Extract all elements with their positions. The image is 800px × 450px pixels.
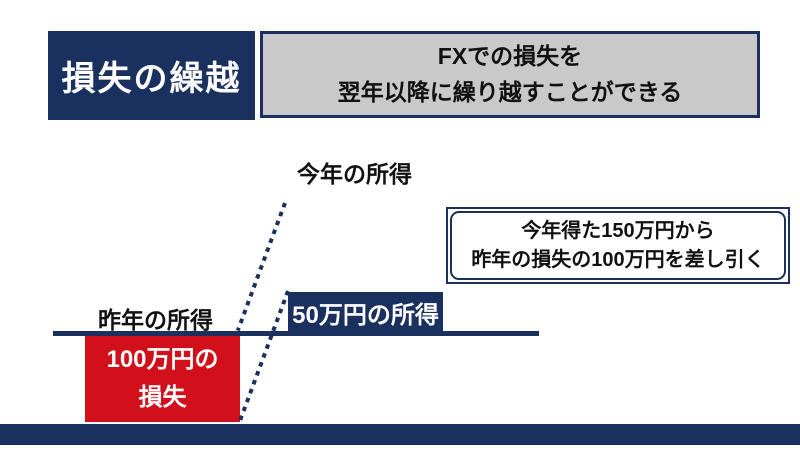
income-box: 50万円の所得	[288, 292, 443, 332]
this-year-income-label: 今年の所得	[297, 161, 412, 187]
callout-line-1: 今年得た150万円から	[521, 219, 715, 242]
callout-line-2: 昨年の損失の100万円を差し引く	[471, 248, 765, 271]
footer-bar	[0, 424, 800, 445]
title-box: 損失の繰越	[48, 31, 255, 120]
subtitle-line-2: 翌年以降に繰り越すことができる	[337, 78, 683, 105]
subtitle-box: FXでの損失を 翌年以降に繰り越すことができる	[260, 31, 760, 118]
subtitle-line-1: FXでの損失を	[437, 42, 583, 69]
loss-box-line-2: 損失	[138, 384, 187, 411]
callout-inner-frame: 今年得た150万円から 昨年の損失の100万円を差し引く	[450, 211, 786, 280]
income-box-label: 50万円の所得	[292, 301, 439, 329]
loss-box: 100万円の 損失	[85, 336, 240, 422]
page-title: 損失の繰越	[61, 60, 242, 98]
last-year-income-label: 昨年の所得	[98, 307, 213, 333]
loss-box-line-1: 100万円の	[106, 345, 219, 373]
income-baseline	[53, 331, 539, 336]
callout-box: 今年得た150万円から 昨年の損失の100万円を差し引く	[446, 207, 790, 284]
